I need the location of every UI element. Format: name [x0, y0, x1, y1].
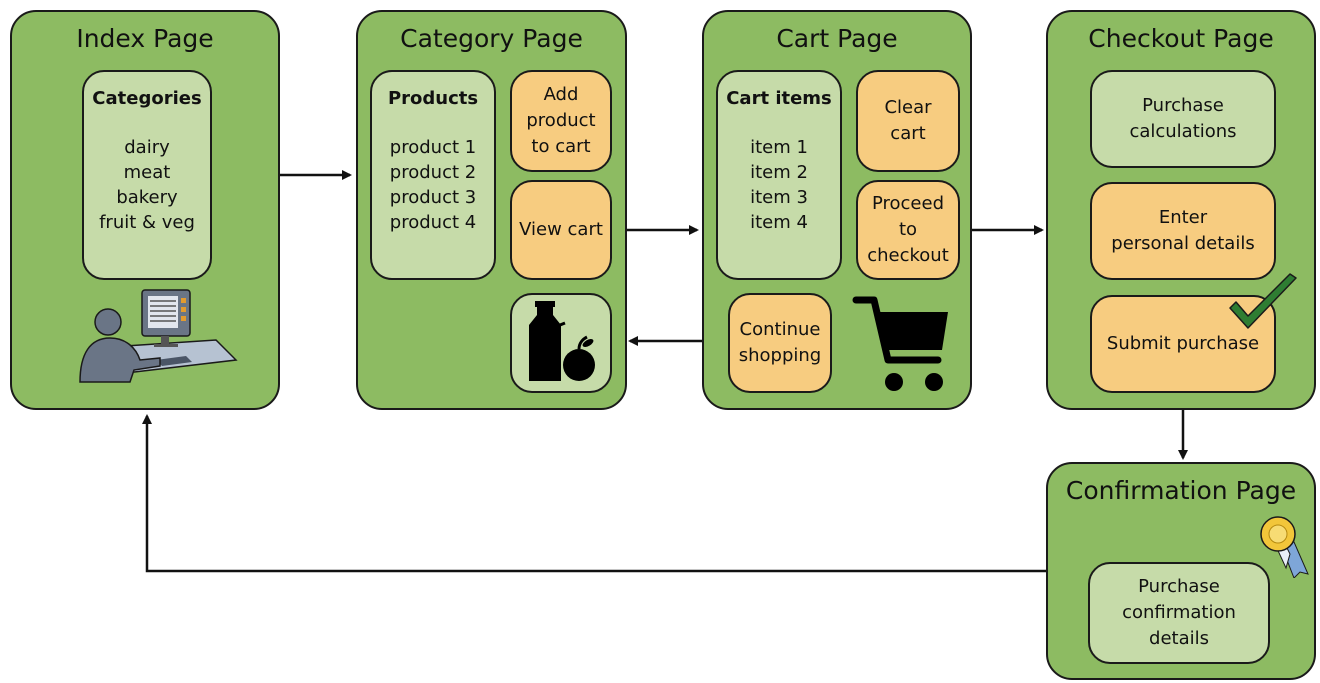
product-item[interactable]: product 1	[389, 137, 477, 159]
category-item[interactable]: meat	[123, 162, 171, 184]
checkout-page-title: Checkout Page	[1088, 24, 1274, 53]
cart-item[interactable]: item 3	[750, 187, 808, 209]
cart-item[interactable]: item 2	[750, 162, 808, 184]
confirmation-label-line: Purchase	[1138, 576, 1220, 597]
add-to-cart-button[interactable]: Add product to cart	[510, 70, 612, 172]
checkout-page: Checkout Page Purchase calculations Ente…	[1046, 10, 1316, 410]
continue-label-line: Continue	[739, 319, 821, 340]
clear-cart-button[interactable]: Clear cart	[856, 70, 960, 172]
calculations-label-line: calculations	[1129, 121, 1237, 142]
confirmation-page: Confirmation Page Purchase confirmation …	[1046, 462, 1316, 680]
groceries-icon-box	[510, 293, 612, 393]
continue-label-line: shopping	[738, 345, 822, 366]
cart-item[interactable]: item 4	[750, 212, 808, 234]
confirmation-page-title: Confirmation Page	[1065, 476, 1297, 505]
category-item[interactable]: bakery	[116, 187, 178, 209]
view-cart-label: View cart	[519, 219, 603, 240]
personal-label-line: Enter	[1158, 207, 1208, 228]
product-item[interactable]: product 3	[389, 187, 477, 209]
add-to-cart-label-line: to cart	[531, 136, 591, 157]
purchase-confirmation-details-box: Purchase confirmation details	[1088, 562, 1270, 664]
shopping-cart-icon	[852, 296, 948, 391]
person-at-computer-icon	[79, 289, 238, 383]
index-page: Index Page Categories dairy meat bakery …	[10, 10, 280, 410]
categories-header: Categories	[92, 88, 202, 109]
purchase-calculations-box: Purchase calculations	[1090, 70, 1276, 168]
award-ribbon-icon	[1260, 516, 1309, 578]
personal-label-line: personal details	[1111, 233, 1255, 254]
category-item[interactable]: dairy	[124, 137, 170, 159]
proceed-label-line: Proceed to	[871, 193, 945, 240]
submit-purchase-button[interactable]: Submit purchase	[1090, 295, 1276, 393]
index-page-title: Index Page	[76, 24, 214, 53]
category-page-title: Category Page	[400, 24, 583, 53]
cart-items-box: Cart items item 1 item 2 item 3 item 4	[716, 70, 842, 280]
category-item[interactable]: fruit & veg	[99, 212, 195, 234]
cart-items-header: Cart items	[726, 88, 832, 109]
products-box: Products product 1 product 2 product 3 p…	[370, 70, 496, 280]
submit-label: Submit purchase	[1106, 333, 1260, 354]
proceed-to-checkout-button[interactable]: Proceed to checkout	[856, 180, 960, 280]
product-item[interactable]: product 2	[389, 162, 477, 184]
view-cart-button[interactable]: View cart	[510, 180, 612, 280]
product-item[interactable]: product 4	[389, 212, 477, 234]
groceries-icon	[529, 301, 595, 381]
calculations-label-line: Purchase	[1142, 95, 1224, 116]
products-header: Products	[387, 88, 479, 109]
categories-box: Categories dairy meat bakery fruit & veg	[82, 70, 212, 280]
enter-personal-details-button[interactable]: Enter personal details	[1090, 182, 1276, 280]
arrow-confirmation-to-index	[142, 414, 1047, 573]
category-page: Category Page Products product 1 product…	[356, 10, 627, 410]
cart-page: Cart Page Cart items item 1 item 2 item …	[702, 10, 972, 410]
checkmark-icon	[1229, 273, 1297, 329]
proceed-label-line: checkout	[867, 245, 949, 266]
confirmation-label-line: details	[1149, 628, 1209, 649]
clear-cart-label: Clear cart	[884, 97, 932, 144]
confirmation-label-line: confirmation	[1122, 602, 1236, 623]
cart-item[interactable]: item 1	[750, 137, 808, 159]
add-to-cart-label-line: product	[526, 110, 596, 131]
continue-shopping-button[interactable]: Continue shopping	[728, 293, 832, 393]
cart-page-title: Cart Page	[776, 24, 898, 53]
add-to-cart-label-line: Add	[543, 84, 579, 105]
